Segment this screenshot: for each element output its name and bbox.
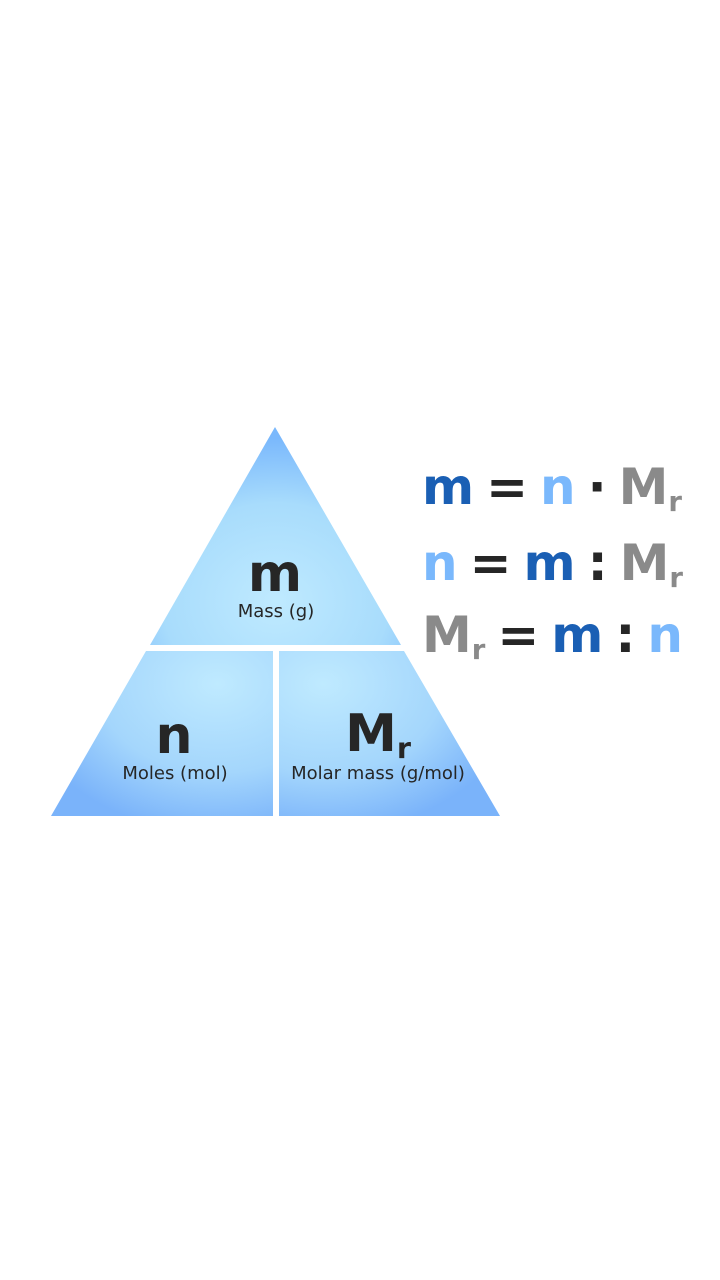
formula-term: M (618, 458, 669, 516)
formula-moles: n=m:Mr (422, 534, 683, 592)
formula-molar-mass: Mr =m:n (422, 606, 683, 664)
formula-term: n (647, 606, 683, 664)
formula-operator: · (587, 458, 607, 516)
formula-mass: m=n·Mr (422, 458, 682, 516)
formula-term: m (523, 534, 576, 592)
formula-operator: = (497, 606, 540, 664)
formula-operator: = (486, 458, 529, 516)
molar-mass-symbol-main: M (345, 704, 397, 764)
moles-label: Moles (mol) (122, 763, 228, 784)
triangle-bottom-left-section (51, 651, 273, 816)
triangle-top-section (150, 427, 401, 645)
mass-symbol: m (247, 544, 303, 604)
formula-term: m (551, 606, 604, 664)
molar-mass-label: Molar mass (g/mol) (291, 763, 465, 784)
formula-operator: : (615, 606, 636, 664)
formula-term: M (422, 606, 472, 664)
triangle-bottom-right-section (279, 651, 500, 816)
molar-mass-symbol: Mr (345, 708, 411, 762)
formula-subscript: r (668, 485, 682, 518)
formula-term: n (422, 534, 458, 592)
formula-operator: = (469, 534, 512, 592)
formula-operator: : (587, 534, 608, 592)
formula-term: n (540, 458, 576, 516)
moles-symbol: n (155, 706, 193, 766)
formula-subscript: r (669, 561, 683, 594)
formula-term: M (619, 534, 670, 592)
formula-subscript: r (471, 633, 486, 666)
molar-mass-symbol-sub: r (396, 731, 411, 766)
formula-term: m (422, 458, 475, 516)
mass-label: Mass (g) (237, 601, 315, 622)
